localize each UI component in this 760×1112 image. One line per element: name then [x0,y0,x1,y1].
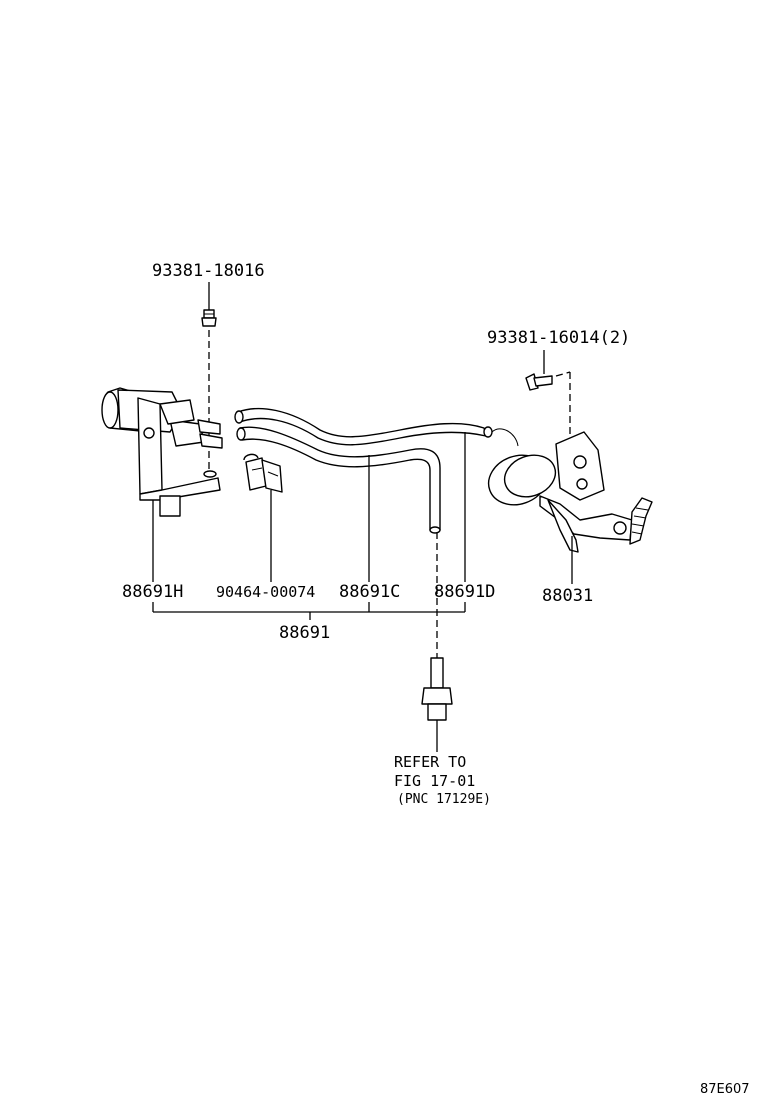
actuator-drawing [487,428,653,553]
leader-lines [152,432,573,620]
label-actuator: 88031 [542,586,593,606]
label-hose-d: 88691D [434,582,495,602]
label-bolt-18016: 93381-18016 [152,261,265,281]
label-clip: 90464-00074 [216,583,315,601]
label-assembly: 88691 [279,623,330,643]
fitting-drawing [421,532,453,752]
bolt-16014-drawing [525,350,571,452]
label-refer-line3: (PNC 17129E) [397,792,491,807]
clip-drawing [243,453,283,493]
figure-code: 87E607 [700,1082,750,1097]
label-refer-line1: REFER TO [394,753,466,771]
label-hose-c: 88691C [339,582,400,602]
label-bolt-16014: 93381-16014(2) [487,328,630,348]
label-refer-line2: FIG 17-01 [394,772,475,790]
vsv-valve-drawing [101,387,223,517]
label-vsv: 88691H [122,582,183,602]
